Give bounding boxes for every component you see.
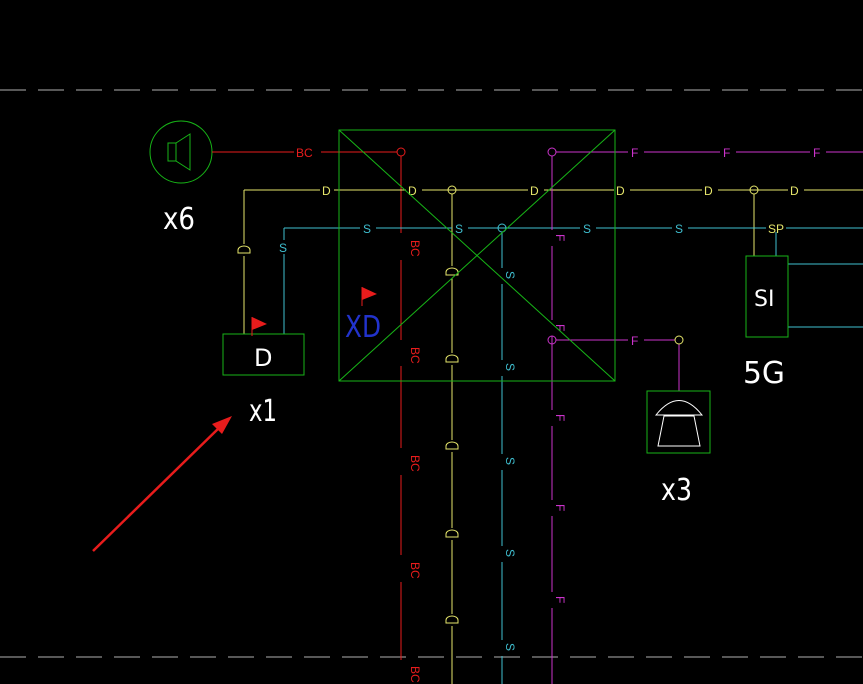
d-label: D bbox=[704, 184, 713, 198]
d-junction bbox=[447, 185, 457, 195]
switch-box-name: 5G bbox=[743, 356, 785, 391]
s-line bbox=[283, 223, 863, 684]
s-label: S bbox=[363, 222, 371, 236]
annotation-arrow-icon bbox=[92, 416, 232, 552]
bc-label: BC bbox=[408, 240, 422, 257]
bc-line bbox=[213, 147, 406, 660]
phone-junction bbox=[674, 335, 684, 345]
d-label: D bbox=[530, 184, 539, 198]
distribution-box-diagonal bbox=[338, 129, 616, 382]
phone-box bbox=[646, 390, 711, 454]
f-label: F bbox=[553, 414, 567, 421]
sp-label: SP bbox=[768, 222, 784, 236]
f-labels: F F F F F F F F F bbox=[553, 146, 820, 603]
data-outlet-name: x1 bbox=[249, 394, 277, 429]
distribution-box-device[interactable]: XD bbox=[338, 129, 616, 382]
s-label: S bbox=[503, 549, 517, 557]
phone-name: x3 bbox=[661, 473, 692, 508]
switch-box-symbol: SI bbox=[754, 287, 774, 312]
f-label: F bbox=[631, 146, 638, 160]
f-label: F bbox=[553, 234, 567, 241]
distribution-box-name: XD bbox=[345, 310, 381, 345]
d-label: D bbox=[790, 184, 799, 198]
d-label: D bbox=[322, 184, 331, 198]
s-labels: S S S S S S S S S S bbox=[279, 222, 683, 651]
s-label: S bbox=[455, 222, 463, 236]
data-outlet-box bbox=[222, 333, 305, 376]
bc-label: BC bbox=[296, 146, 313, 160]
f-label: F bbox=[813, 146, 820, 160]
phone-icon bbox=[654, 400, 704, 447]
d-labels: D D D D D D bbox=[322, 184, 799, 198]
bc-label: BC bbox=[408, 347, 422, 364]
f-label: F bbox=[553, 324, 567, 331]
s-label: S bbox=[503, 271, 517, 279]
d-line bbox=[237, 185, 863, 684]
s-label: S bbox=[675, 222, 683, 236]
data-outlet-device[interactable]: D x1 bbox=[222, 317, 305, 429]
s-junction bbox=[497, 223, 507, 233]
phone-device[interactable]: x3 bbox=[646, 335, 711, 508]
f-label: F bbox=[631, 334, 638, 348]
bc-junction bbox=[396, 147, 406, 157]
speaker-icon-glyph bbox=[167, 133, 191, 171]
f-junction bbox=[547, 147, 557, 157]
bc-labels: BC BC BC BC BC BC bbox=[296, 146, 422, 683]
f-line bbox=[547, 147, 863, 684]
bc-label: BC bbox=[408, 562, 422, 579]
s-label: S bbox=[503, 457, 517, 465]
data-outlet-symbol: D bbox=[254, 344, 272, 372]
s-label: S bbox=[503, 363, 517, 371]
bc-label: BC bbox=[408, 455, 422, 472]
s-label: S bbox=[503, 643, 517, 651]
d-label: D bbox=[616, 184, 625, 198]
f-junction bbox=[547, 335, 557, 345]
s-label: S bbox=[583, 222, 591, 236]
flag-icon bbox=[251, 317, 267, 336]
d-label: D bbox=[408, 184, 417, 198]
f-label: F bbox=[553, 596, 567, 603]
f-label: F bbox=[723, 146, 730, 160]
s-label: S bbox=[279, 241, 287, 255]
bc-label: BC bbox=[408, 666, 422, 683]
f-label: F bbox=[553, 504, 567, 511]
speaker-device[interactable]: x6 bbox=[149, 120, 214, 237]
flag-icon bbox=[361, 287, 377, 306]
switch-box-device[interactable]: SI 5G bbox=[743, 255, 789, 391]
speaker-icon bbox=[149, 120, 213, 184]
distribution-box bbox=[338, 129, 616, 382]
d-junction bbox=[749, 185, 759, 195]
switch-box bbox=[745, 255, 789, 338]
dashed-boundaries bbox=[0, 89, 863, 658]
speaker-name: x6 bbox=[163, 202, 195, 237]
